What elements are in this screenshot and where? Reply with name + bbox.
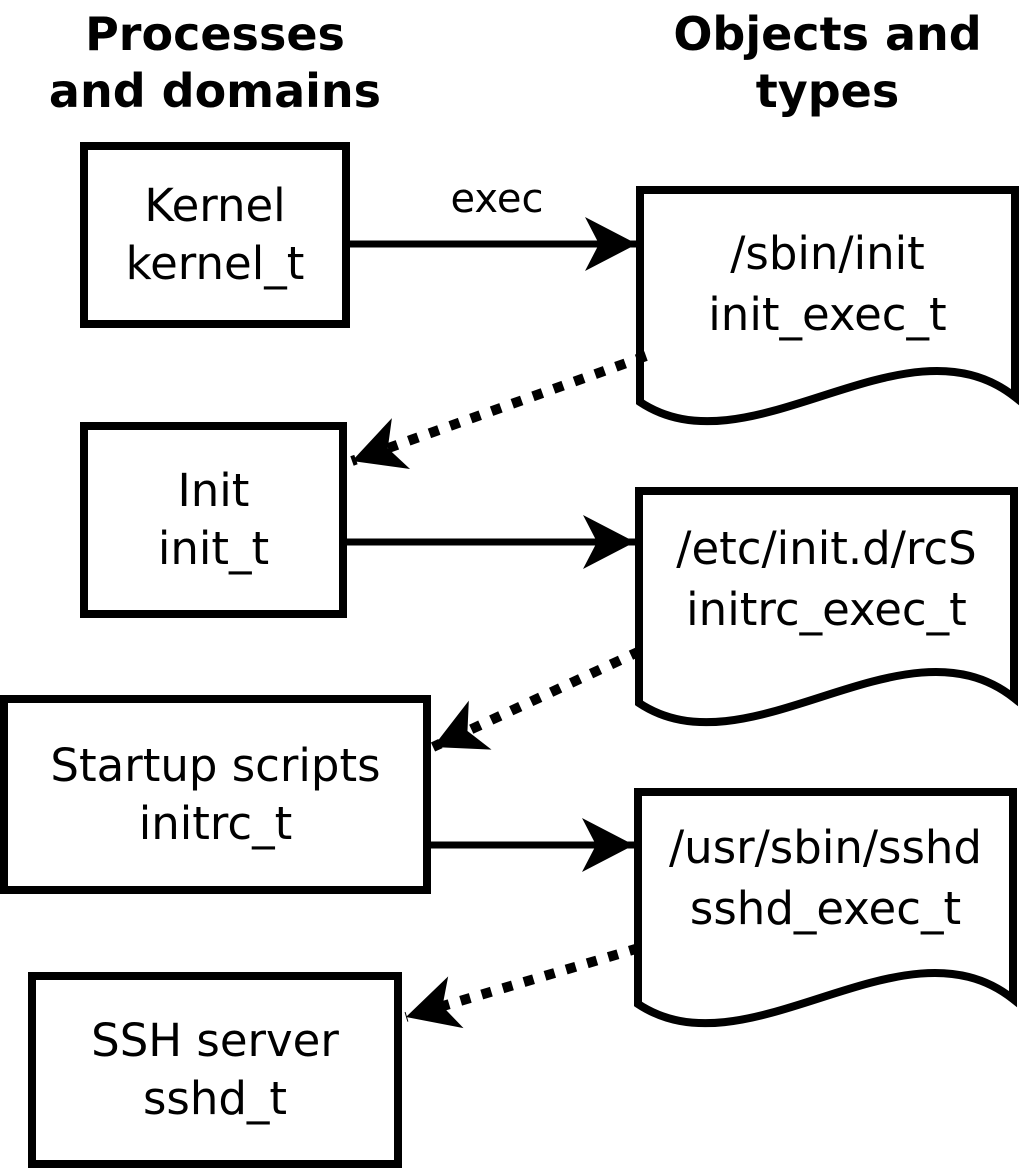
column-header-processes: Processes and domains [20, 6, 410, 120]
process-name: Startup scripts [50, 738, 381, 792]
process-name: Init [177, 464, 250, 517]
object-path: /usr/sbin/sshd [669, 821, 982, 874]
process-domain-label: sshd_t [142, 1072, 288, 1125]
column-header-processes-line1: Processes [85, 7, 345, 61]
object-doc-label-etc-initd-rcs: /etc/init.d/rcS initrc_exec_t [639, 499, 1014, 659]
process-domain-label: kernel_t [125, 237, 305, 290]
object-doc-label-sbin-init: /sbin/init init_exec_t [640, 204, 1015, 364]
object-type-label: sshd_exec_t [689, 882, 962, 935]
object-path: /etc/init.d/rcS [676, 522, 977, 575]
object-doc-label-usr-sbin-sshd: /usr/sbin/sshd sshd_exec_t [638, 798, 1013, 958]
process-box-init: Init init_t [80, 422, 347, 618]
transition-arrow-sshd-exec-to-sshd-t [404, 943, 641, 1029]
column-header-processes-line2: and domains [48, 64, 382, 118]
process-name: SSH server [91, 1014, 339, 1067]
process-domain-label: init_t [157, 522, 270, 575]
process-box-ssh-server: SSH server sshd_t [28, 972, 402, 1168]
transition-arrow-initrc-exec-to-initrc-t [430, 646, 643, 752]
column-header-objects-line1: Objects and [673, 7, 982, 61]
exec-arrow-label: exec [450, 176, 544, 222]
document-shape-sbin-init [636, 186, 1019, 426]
object-path: /sbin/init [730, 227, 925, 280]
process-box-kernel: Kernel kernel_t [80, 142, 350, 328]
process-domain-label: initrc_t [138, 796, 293, 850]
document-shape-usr-sbin-sshd [634, 788, 1017, 1028]
document-shape-etc-initd-rcs [635, 487, 1018, 727]
column-header-objects: Objects and types [630, 6, 1024, 120]
object-type-label: initrc_exec_t [686, 583, 967, 636]
object-type-label: init_exec_t [708, 288, 947, 341]
column-header-objects-line2: types [755, 64, 900, 118]
process-box-startup-scripts: Startup scripts initrc_t [0, 695, 431, 894]
process-name: Kernel [144, 179, 286, 232]
transition-arrow-init-exec-to-init-t [350, 351, 648, 469]
